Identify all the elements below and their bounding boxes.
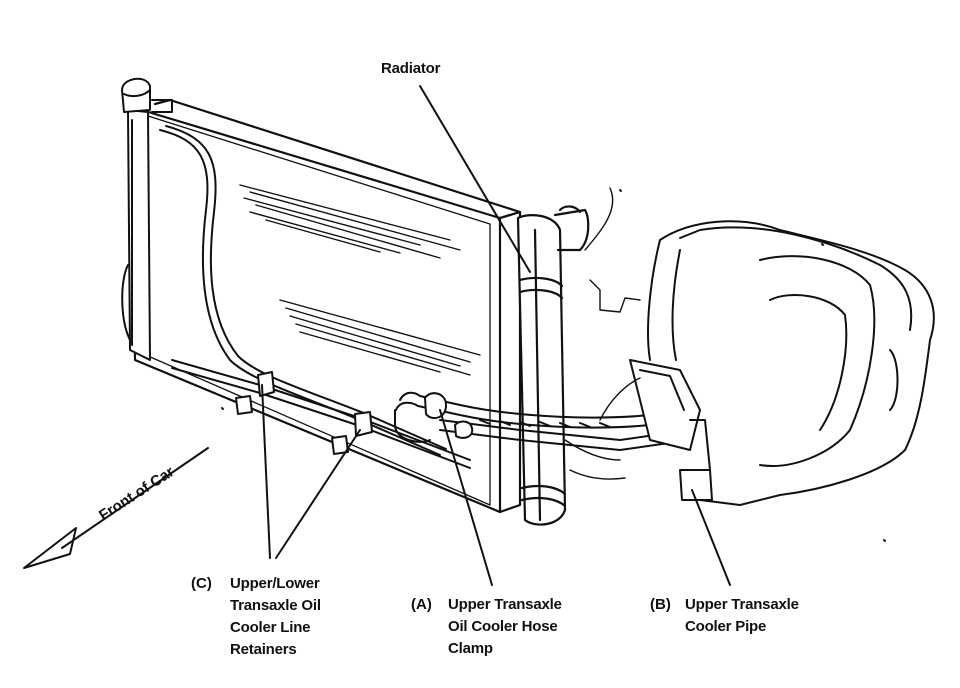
radiator-label: Radiator	[381, 60, 441, 77]
right-radiator-tank	[516, 205, 590, 526]
callout-b-label: Upper Transaxle Cooler Pipe	[685, 596, 799, 635]
callout-b-key: (B)	[650, 596, 671, 613]
radiator-fins	[239, 184, 481, 376]
leader-radiator	[419, 85, 531, 273]
callout-c-key: (C)	[191, 575, 212, 592]
scan-speckles	[221, 189, 886, 542]
body-contours	[564, 187, 641, 480]
leader-a	[439, 409, 493, 586]
leader-c-lower	[275, 429, 361, 559]
leader-b	[691, 489, 731, 586]
oil-cooler-line-left	[159, 125, 471, 469]
callout-a-label: Upper Transaxle Oil Cooler Hose Clamp	[448, 596, 562, 657]
transaxle-case	[647, 220, 935, 506]
callout-a-key: (A)	[411, 596, 432, 613]
cooler-pipe-bracket	[629, 359, 713, 501]
callout-c-label: Upper/Lower Transaxle Oil Cooler Line Re…	[230, 575, 321, 658]
leader-c-upper	[261, 384, 271, 559]
radiator-cap	[121, 77, 173, 113]
radiator-core	[133, 98, 522, 514]
left-radiator-tank	[121, 109, 151, 361]
front-of-car-arrow	[23, 447, 209, 569]
leader-lines	[261, 85, 731, 586]
